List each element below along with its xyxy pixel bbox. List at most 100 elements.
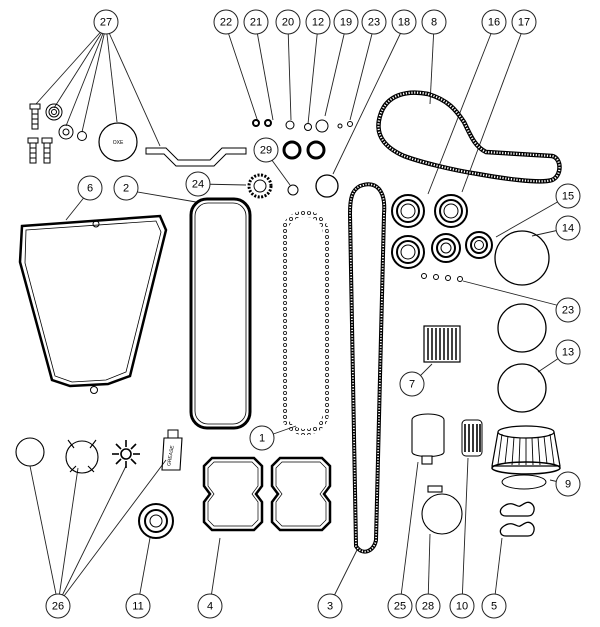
callout-label: 2	[123, 183, 129, 195]
part-27-hardware	[27, 103, 247, 167]
callout-circle	[317, 593, 343, 619]
callout-label: 14	[562, 223, 574, 235]
callout-22: 22	[213, 9, 239, 35]
callout-24: 24	[185, 171, 211, 197]
callout-label: 5	[491, 601, 497, 613]
callout-circle	[185, 171, 211, 197]
callout-12: 12	[305, 9, 331, 35]
callout-13: 13	[555, 339, 581, 365]
callout-circle	[213, 9, 239, 35]
washer-icon	[45, 103, 63, 121]
callout-circle	[555, 471, 581, 497]
callout-19: 19	[333, 9, 359, 35]
part-25-canister	[411, 413, 445, 465]
callout-label: 22	[220, 17, 232, 29]
part-7-filter	[423, 325, 461, 363]
callout-label: 29	[260, 145, 272, 157]
callout-circle	[555, 215, 581, 241]
callout-circle	[399, 371, 425, 397]
callout-11: 11	[125, 593, 151, 619]
callout-circle	[45, 593, 71, 619]
part-4-gaskets	[202, 456, 332, 532]
callout-circle	[481, 593, 507, 619]
callout-29: 29	[253, 137, 279, 163]
part-26-rings	[15, 429, 183, 474]
bearing-icon	[465, 231, 493, 259]
callout-18: 18	[391, 9, 417, 35]
callout-circle	[275, 9, 301, 35]
callout-label: 21	[250, 17, 262, 29]
callout-circle	[197, 593, 223, 619]
grease-tube-icon	[161, 429, 183, 471]
part-8-belt	[376, 90, 562, 184]
callout-label: 20	[282, 17, 294, 29]
callout-label: 1	[259, 433, 265, 445]
callout-16: 16	[481, 9, 507, 35]
callout-circle	[77, 175, 103, 201]
callout-17: 17	[511, 9, 537, 35]
cap-icon	[98, 122, 138, 162]
spring-ring-icon	[112, 440, 140, 468]
callout-label: 7	[409, 379, 415, 391]
callout-label: 8	[431, 17, 437, 29]
callout-label: 23	[562, 305, 574, 317]
callout-label: 24	[192, 179, 204, 191]
callout-7: 7	[399, 371, 425, 397]
leader-lines	[29, 25, 569, 605]
callout-label: 19	[340, 17, 352, 29]
small-o-rings	[252, 119, 353, 198]
bearings	[391, 194, 493, 282]
part-5-seal	[499, 501, 535, 517]
callout-23: 23	[555, 297, 581, 323]
callout-3: 3	[317, 593, 343, 619]
callout-label: 26	[52, 601, 64, 613]
callout-label: 9	[565, 479, 571, 491]
callout-circle	[253, 137, 279, 163]
callout-label: 25	[394, 601, 406, 613]
callout-circle	[125, 593, 151, 619]
callout-label: 4	[207, 601, 213, 613]
bearing-icon	[391, 235, 425, 269]
grease-tube-text: GREASE	[166, 444, 176, 466]
callout-circle	[415, 593, 441, 619]
cap-decal: OXE	[113, 140, 124, 146]
callout-10: 10	[449, 593, 475, 619]
callout-23: 23	[361, 9, 387, 35]
callout-label: 27	[100, 17, 112, 29]
bolt-icon	[27, 137, 39, 164]
callout-20: 20	[275, 9, 301, 35]
callout-label: 15	[562, 191, 574, 203]
part-2-gasket	[189, 197, 252, 430]
part-3-belt	[347, 182, 387, 554]
bracket-icon	[145, 147, 247, 167]
callout-circle	[387, 593, 413, 619]
callout-15: 15	[555, 183, 581, 209]
callout-9: 9	[555, 471, 581, 497]
callout-25: 25	[387, 593, 413, 619]
callout-8: 8	[421, 9, 447, 35]
callout-label: 3	[327, 601, 333, 613]
callout-1: 1	[249, 425, 275, 451]
callout-label: 16	[488, 17, 500, 29]
callout-circle	[249, 425, 275, 451]
part-9-cone-filter	[491, 425, 561, 490]
callout-label: 10	[456, 601, 468, 613]
callout-circle	[481, 9, 507, 35]
part-28-clamp	[421, 485, 463, 535]
callout-label: 23	[368, 17, 380, 29]
callout-5: 5	[481, 593, 507, 619]
callout-circle	[361, 9, 387, 35]
callout-circle	[243, 9, 269, 35]
bearing-icon	[391, 194, 425, 228]
callout-27: 27	[93, 9, 119, 35]
callout-circle	[449, 593, 475, 619]
callout-circle	[305, 9, 331, 35]
callout-label: 12	[312, 17, 324, 29]
part-6-cover-gasket	[18, 214, 168, 388]
bearing-icon	[434, 194, 468, 228]
callout-label: 6	[87, 183, 93, 195]
callout-2: 2	[113, 175, 139, 201]
